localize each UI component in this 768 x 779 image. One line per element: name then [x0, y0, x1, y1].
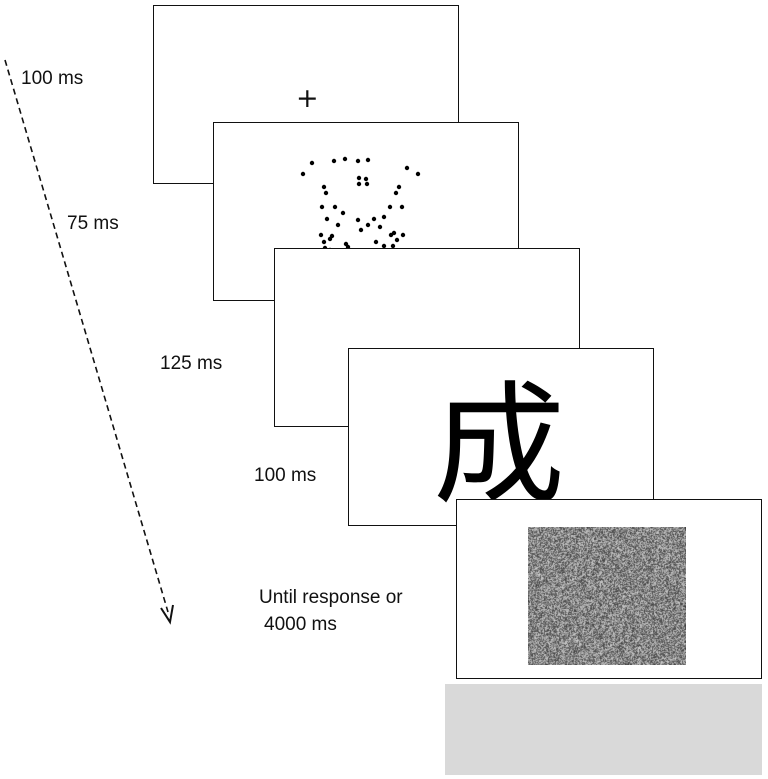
point-light-dot: [318, 232, 324, 238]
point-light-dot: [356, 175, 362, 181]
point-light-dot: [356, 181, 362, 187]
point-light-dot: [381, 214, 387, 220]
point-light-dot: [358, 227, 364, 233]
point-light-dot: [364, 181, 370, 187]
point-light-dot: [394, 237, 400, 243]
point-light-dot: [387, 204, 393, 210]
point-light-dot: [327, 236, 333, 242]
point-light-dot: [309, 160, 315, 166]
point-light-dot: [381, 243, 387, 249]
point-light-dot: [415, 171, 421, 177]
duration-label-dots: 75 ms: [67, 213, 119, 234]
duration-label-fixation: 100 ms: [21, 68, 84, 89]
character-frame: 成: [348, 348, 654, 526]
point-light-dot: [355, 158, 361, 164]
time-arrow-line: [4, 59, 169, 613]
fixation-cross: +: [296, 83, 319, 114]
point-light-dot: [340, 210, 346, 216]
point-light-dot: [391, 230, 397, 236]
point-light-dot: [342, 156, 348, 162]
point-light-dot: [300, 171, 306, 177]
chinese-character: 成: [433, 369, 565, 523]
point-light-dot: [404, 165, 410, 171]
point-light-dot: [390, 243, 396, 249]
point-light-dot: [400, 232, 406, 238]
gray-panel: [445, 684, 762, 775]
point-light-dot: [399, 204, 405, 210]
duration-label-character: 100 ms: [254, 465, 317, 486]
point-light-dot: [371, 216, 377, 222]
point-light-dot: [396, 184, 402, 190]
point-light-dot: [393, 190, 399, 196]
point-light-dot: [365, 222, 371, 228]
point-light-dot: [323, 190, 329, 196]
point-light-dot: [355, 217, 361, 223]
duration-label-mask-line1: Until response or: [259, 587, 403, 608]
point-light-dot: [335, 222, 341, 228]
point-light-dot: [331, 158, 337, 164]
point-light-dot: [319, 204, 325, 210]
point-light-dot: [321, 239, 327, 245]
point-light-dot: [332, 204, 338, 210]
duration-label-blank: 125 ms: [160, 353, 223, 374]
point-light-dot: [363, 176, 369, 182]
noise-mask: [528, 527, 686, 665]
time-arrow-head: [160, 604, 174, 625]
duration-label-mask-line2: 4000 ms: [264, 614, 337, 635]
point-light-dot: [365, 157, 371, 163]
point-light-dot: [324, 216, 330, 222]
point-light-dot: [321, 184, 327, 190]
point-light-dot: [373, 239, 379, 245]
point-light-dot: [377, 224, 383, 230]
mask-frame: [456, 499, 762, 679]
